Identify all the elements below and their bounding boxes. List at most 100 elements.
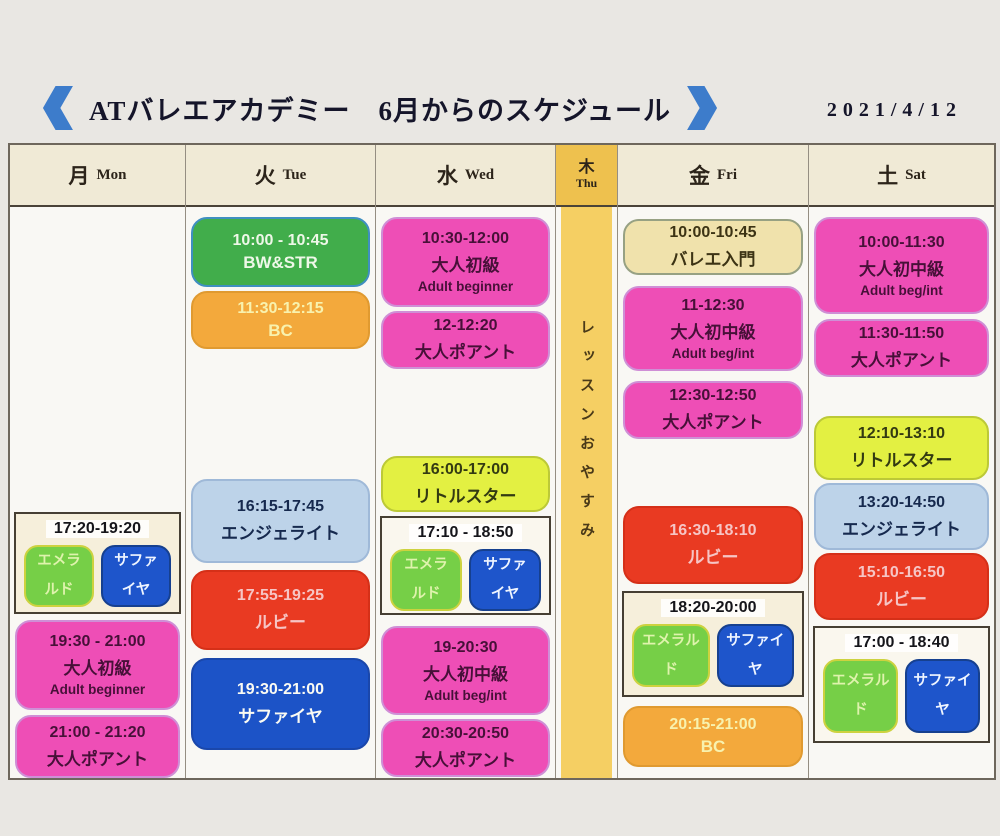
class-subtitle: Adult beg/int (860, 282, 943, 298)
group-slots: エメラルド サファイヤ (390, 549, 541, 611)
slot-emerald: エメラルド (632, 624, 710, 687)
class-block: 13:20-14:50 エンジェライト (814, 483, 989, 550)
class-group: 18:20-20:00 エメラルド サファイヤ (622, 591, 804, 697)
day-body-thu: レッスンおやすみ (556, 207, 617, 778)
class-name: サファイヤ (238, 707, 323, 726)
class-time: 16:30-18:10 (669, 522, 757, 539)
slot-emerald: エメラルド (823, 659, 898, 733)
class-block: 16:00-17:00 リトルスター (381, 456, 550, 512)
column-tuesday: 火 Tue 10:00 - 10:45 BW&STR 11:30-12:15 B… (186, 145, 376, 778)
day-header-thu: 木 Thu (556, 145, 617, 207)
class-name: BW&STR (243, 252, 318, 272)
day-header-tue: 火 Tue (186, 145, 375, 207)
class-block: 19:30-21:00 サファイヤ (191, 658, 370, 750)
class-name: 大人初級 (431, 256, 500, 275)
class-block: 10:30-12:00 大人初級 Adult beginner (381, 217, 550, 307)
class-subtitle: Adult beginner (49, 682, 146, 697)
class-name: BC (700, 737, 726, 756)
day-en: Tue (282, 166, 307, 183)
class-block: 19:30 - 21:00 大人初級 Adult beginner (15, 620, 180, 710)
class-time: 17:55-19:25 (236, 587, 325, 604)
group-slots: エメラルド サファイヤ (632, 624, 794, 687)
slot-sapphire: サファイヤ (716, 624, 794, 687)
class-time: 10:00-11:30 (858, 233, 945, 251)
class-time: 11:30-11:50 (858, 325, 945, 342)
class-block: 20:30-20:50 大人ポアント (381, 719, 550, 777)
date-label: 2021/4/12 (826, 99, 962, 121)
class-name: 大人初級 (63, 659, 132, 678)
day-kanji: 月 (68, 164, 90, 188)
class-time: 11-12:30 (681, 296, 745, 314)
class-block: 16:15-17:45 エンジェライト (191, 479, 370, 563)
day-kanji: 水 (436, 164, 458, 188)
column-monday: 月 Mon 17:20-19:20 エメラルド サファイヤ 19:30 - 21… (10, 145, 186, 778)
class-subtitle: Adult beginner (417, 279, 514, 294)
class-block: 17:55-19:25 ルビー (191, 570, 370, 650)
class-time: 12:10-13:10 (857, 425, 946, 442)
day-body-mon: 17:20-19:20 エメラルド サファイヤ 19:30 - 21:00 大人… (10, 207, 185, 778)
class-name: 大人ポアント (850, 351, 953, 370)
slot-sapphire: サファイヤ (101, 545, 171, 607)
class-name: ルビー (876, 589, 927, 609)
class-time: 11:30-12:15 (237, 299, 324, 317)
class-block: 11:30-12:15 BC (191, 291, 370, 349)
class-time: 19:30-21:00 (236, 681, 325, 698)
class-block: 10:00-11:30 大人初中級 Adult beg/int (814, 217, 989, 314)
class-time: 10:00-10:45 (669, 224, 757, 241)
page-title: ATバレエアカデミー 6月からのスケジュール (88, 95, 672, 126)
class-time: 19-20:30 (433, 638, 498, 656)
class-time: 12-12:20 (433, 317, 498, 334)
class-time: 19:30 - 21:00 (49, 633, 146, 650)
class-time: 12:30-12:50 (669, 387, 757, 404)
class-time: 13:20-14:50 (857, 493, 946, 511)
class-name: ルビー (687, 548, 739, 567)
title-bar: ATバレエアカデミー 6月からのスケジュール (0, 86, 760, 130)
class-name: 大人初中級 (423, 664, 508, 684)
day-body-fri: 10:00-10:45 バレエ入門 11-12:30 大人初中級 Adult b… (618, 207, 808, 778)
day-en: Thu (575, 176, 598, 191)
class-name: 大人ポアント (662, 413, 764, 432)
class-time: 16:15-17:45 (236, 498, 325, 515)
class-block: 10:00-10:45 バレエ入門 (623, 219, 803, 275)
class-name: リトルスター (414, 487, 517, 506)
class-block: 12-12:20 大人ポアント (381, 311, 550, 369)
class-name: ルビー (255, 613, 306, 632)
class-time: 20:15-21:00 (669, 716, 757, 733)
chevron-right-icon (687, 86, 718, 130)
day-body-wed: 10:30-12:00 大人初級 Adult beginner 12-12:20… (376, 207, 555, 778)
group-slots: エメラルド サファイヤ (823, 659, 980, 733)
class-name: 大人初中級 (670, 322, 756, 342)
closed-day-note: レッスンおやすみ (578, 319, 595, 551)
class-time: 20:30-20:50 (421, 725, 510, 742)
class-name: 大人ポアント (46, 749, 149, 769)
group-time: 17:20-19:20 (45, 520, 150, 538)
class-name: 大人ポアント (414, 343, 517, 362)
slot-emerald: エメラルド (24, 545, 94, 607)
slot-sapphire: サファイヤ (469, 549, 541, 611)
slot-emerald: エメラルド (390, 549, 462, 611)
group-time: 17:10 - 18:50 (409, 524, 522, 542)
group-time: 17:00 - 18:40 (845, 634, 958, 652)
schedule-table: 月 Mon 17:20-19:20 エメラルド サファイヤ 19:30 - 21… (8, 143, 996, 780)
class-time: 10:30-12:00 (421, 230, 510, 247)
class-block: 11-12:30 大人初中級 Adult beg/int (623, 286, 803, 371)
class-name: 大人初中級 (859, 259, 944, 279)
column-wednesday: 水 Wed 10:30-12:00 大人初級 Adult beginner 12… (376, 145, 556, 778)
class-block: 12:10-13:10 リトルスター (814, 416, 989, 480)
class-group: 17:00 - 18:40 エメラルド サファイヤ (813, 626, 990, 743)
day-body-sat: 10:00-11:30 大人初中級 Adult beg/int 11:30-11… (809, 207, 994, 778)
day-en: Sat (905, 166, 926, 183)
class-time: 16:00-17:00 (421, 461, 510, 478)
class-name: 大人ポアント (414, 751, 517, 770)
class-subtitle: Adult beg/int (424, 687, 507, 703)
column-saturday: 土 Sat 10:00-11:30 大人初中級 Adult beg/int 11… (809, 145, 994, 778)
closed-day-strip: レッスンおやすみ (561, 207, 612, 778)
column-thursday: 木 Thu レッスンおやすみ (556, 145, 618, 778)
class-group: 17:10 - 18:50 エメラルド サファイヤ (380, 516, 551, 615)
class-subtitle: Adult beg/int (671, 345, 755, 361)
class-time: 21:00 - 21:20 (49, 723, 146, 741)
day-body-tue: 10:00 - 10:45 BW&STR 11:30-12:15 BC 16:1… (186, 207, 375, 778)
class-block: 15:10-16:50 ルビー (814, 553, 989, 620)
class-block: 12:30-12:50 大人ポアント (623, 381, 803, 439)
class-name: エンジェライト (842, 519, 961, 539)
